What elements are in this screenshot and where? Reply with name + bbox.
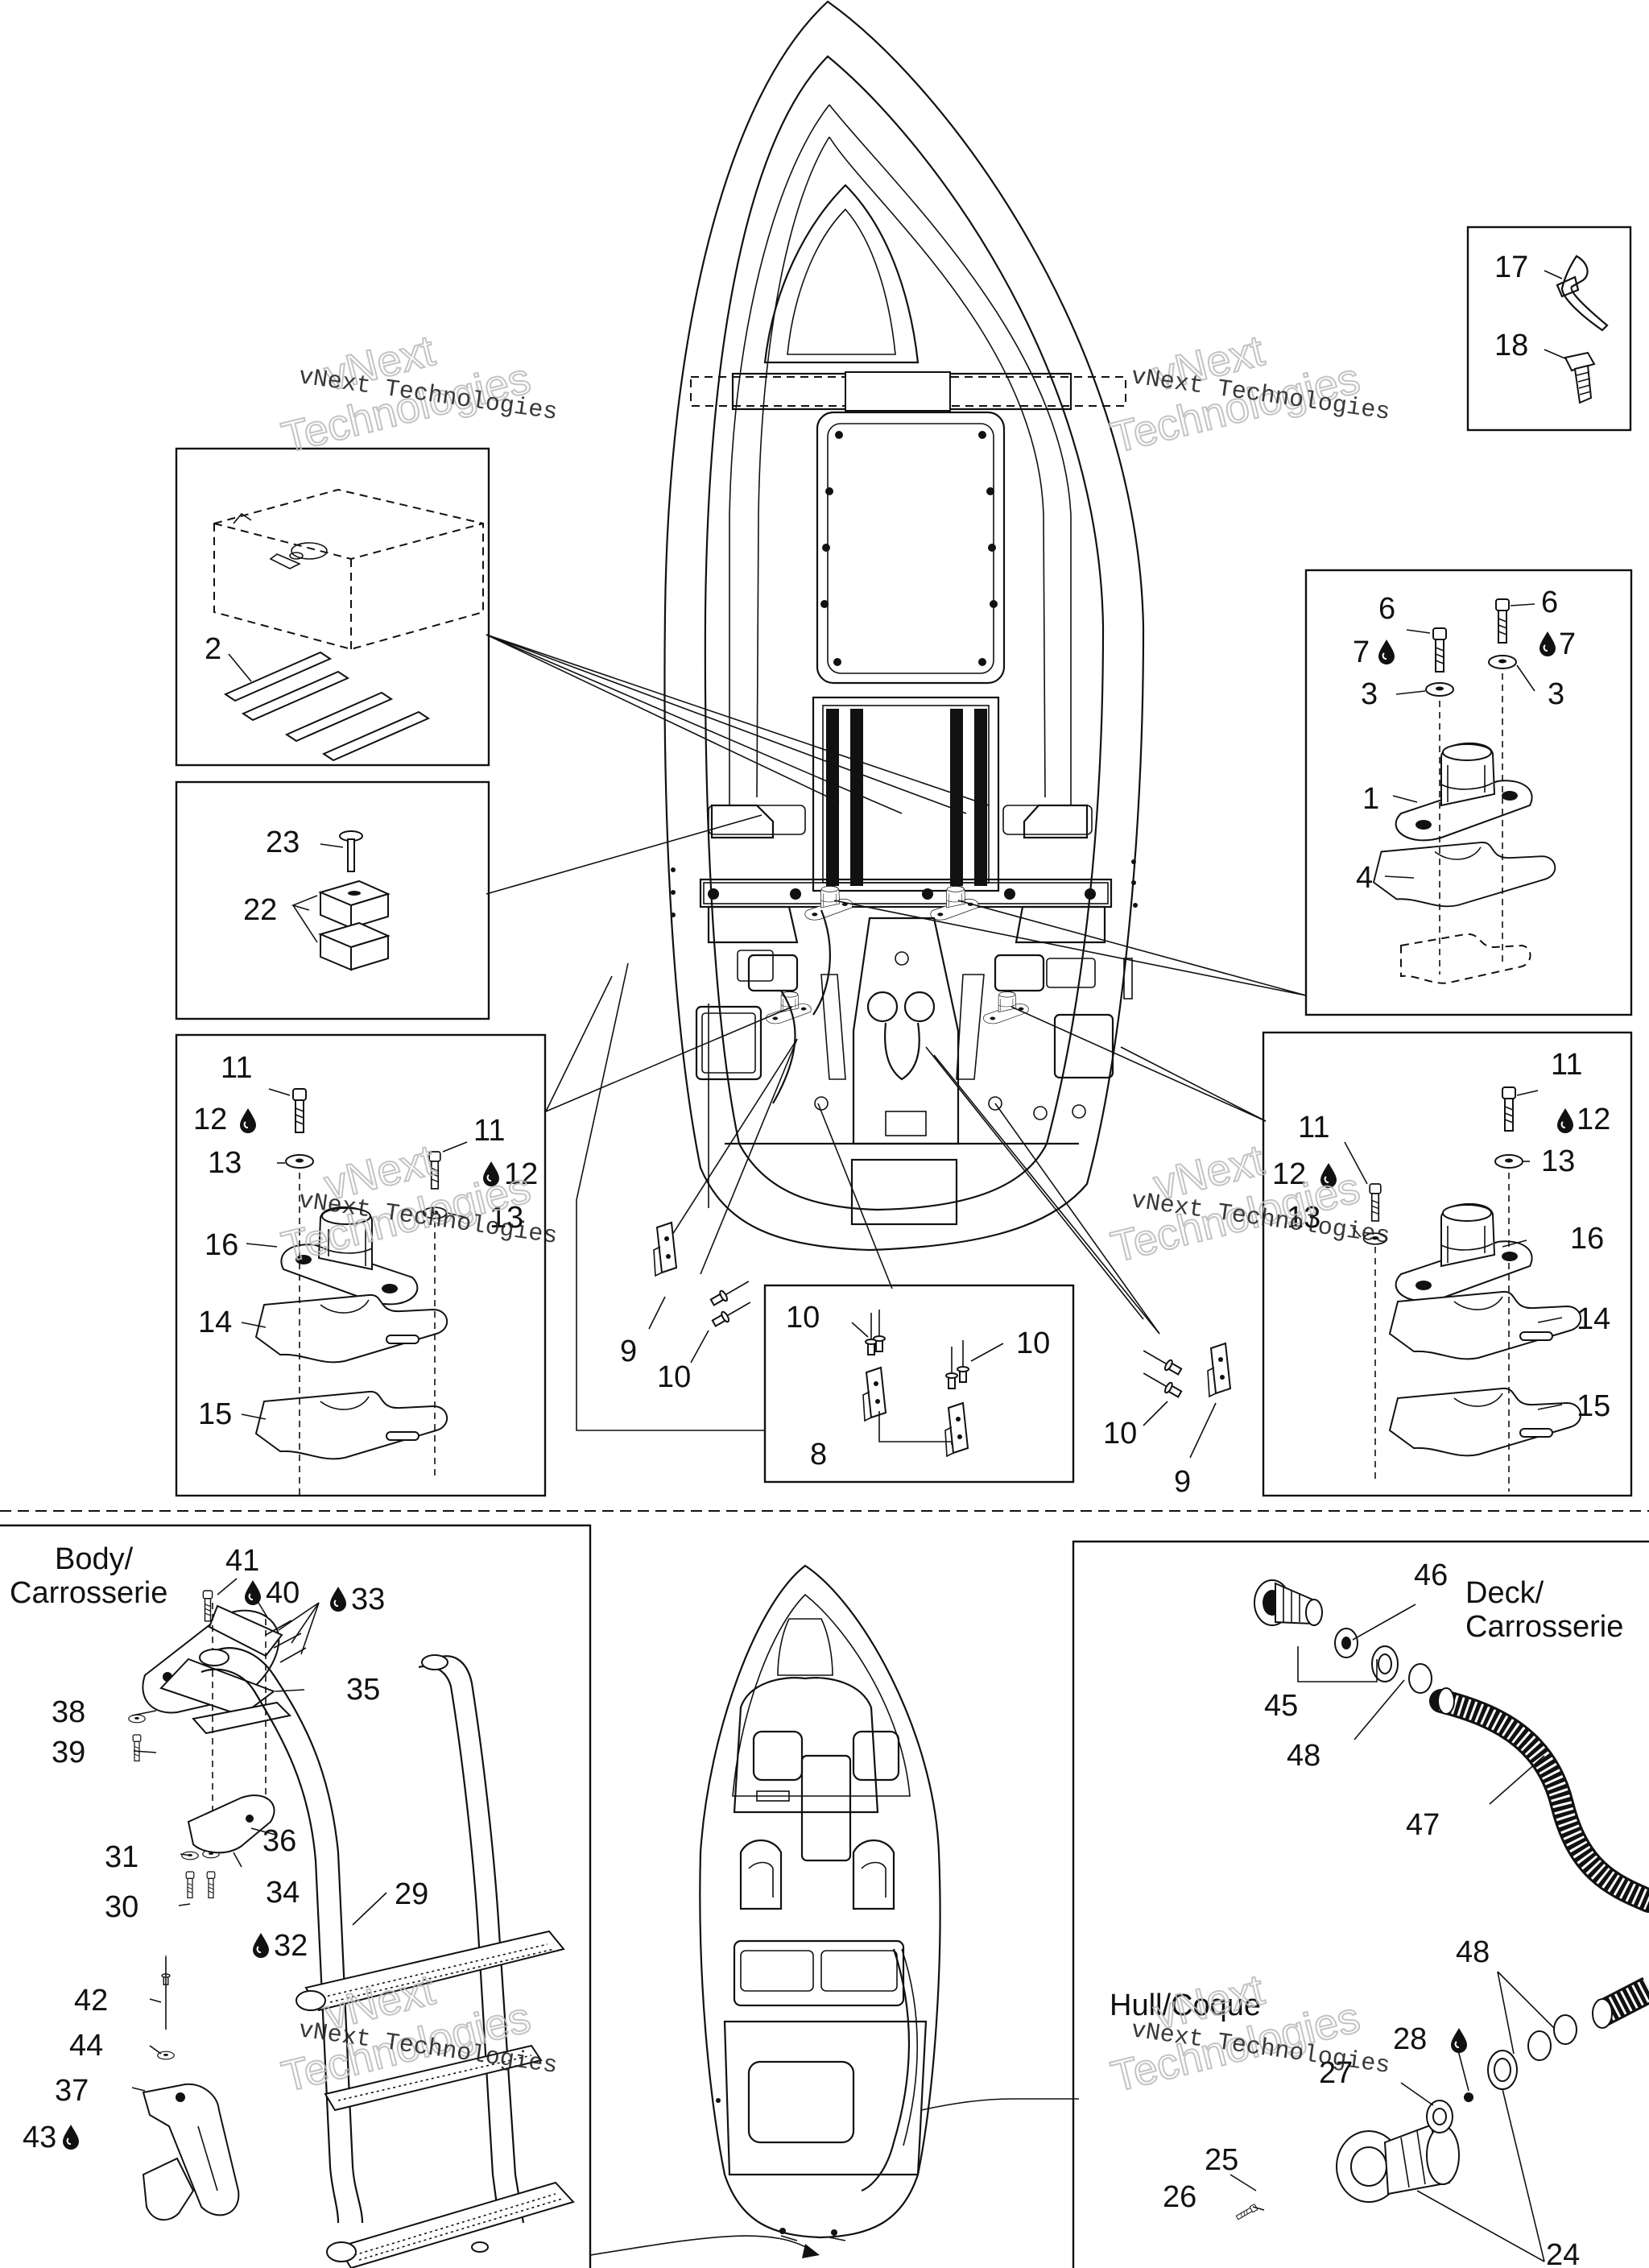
callout-40: 40 <box>266 1576 300 1610</box>
detail-box-right-mount <box>1262 1031 1633 1497</box>
boat-perspective-view <box>589 1564 1079 2258</box>
drop-icon <box>244 1579 262 1606</box>
callout-39: 39 <box>52 1736 85 1769</box>
callout-17: 17 <box>1494 250 1528 284</box>
body-label-line1: Body/ <box>55 1542 134 1576</box>
callout-10: 10 <box>1103 1417 1137 1451</box>
callout-9: 9 <box>620 1335 637 1368</box>
callout-13: 13 <box>208 1146 242 1180</box>
callout-24: 24 <box>1546 2238 1580 2268</box>
callout-14: 14 <box>198 1306 232 1339</box>
callout-11: 11 <box>1298 1111 1329 1144</box>
callout-33: 33 <box>351 1583 385 1616</box>
callout-10: 10 <box>786 1301 820 1335</box>
callout-10: 10 <box>1016 1326 1050 1360</box>
callout-45: 45 <box>1264 1689 1298 1723</box>
drop-icon <box>329 1586 347 1612</box>
callout-14: 14 <box>1577 1302 1610 1336</box>
callout-30: 30 <box>105 1890 138 1924</box>
callout-11: 11 <box>221 1051 252 1085</box>
callout-7: 7 <box>1353 635 1370 669</box>
callout-28: 28 <box>1393 2022 1427 2056</box>
callout-25: 25 <box>1205 2143 1238 2177</box>
detail-box-8-10 <box>763 1284 1075 1484</box>
drop-icon <box>1450 2027 1468 2054</box>
detail-box-17-18 <box>1466 226 1632 432</box>
leader-lines-top <box>486 634 1307 1431</box>
callout-37: 37 <box>55 2074 89 2108</box>
loose-bracket-right <box>1139 1343 1231 1459</box>
boat-plan-view <box>663 0 1145 1252</box>
deck-label-line1: Deck/ <box>1465 1576 1544 1610</box>
callout-48: 48 <box>1287 1739 1320 1773</box>
callout-29: 29 <box>395 1877 428 1911</box>
callout-11: 11 <box>473 1114 505 1148</box>
callout-31: 31 <box>105 1840 138 1874</box>
callout-48: 48 <box>1456 1935 1490 1969</box>
deck-label-line2: Carrosserie <box>1465 1610 1623 1644</box>
detail-box-22-23 <box>175 780 490 1020</box>
drop-icon <box>1556 1107 1574 1134</box>
callout-34: 34 <box>266 1876 300 1910</box>
drop-icon <box>239 1107 257 1134</box>
callout-15: 15 <box>1577 1389 1610 1423</box>
detail-box-ladder <box>0 1524 592 2268</box>
drop-icon <box>62 2124 80 2150</box>
detail-box-1-3-4-6-7 <box>1304 569 1633 1016</box>
detail-box-vents <box>1072 1540 1649 2268</box>
callout-13: 13 <box>1541 1144 1575 1178</box>
callout-22: 22 <box>243 893 277 927</box>
callout-38: 38 <box>52 1695 85 1729</box>
callout-44: 44 <box>69 2029 103 2063</box>
callout-27: 27 <box>1319 2056 1353 2090</box>
callout-7: 7 <box>1559 627 1576 661</box>
callout-46: 46 <box>1414 1558 1448 1592</box>
callout-41: 41 <box>225 1544 259 1578</box>
loose-bracket-left <box>648 1222 754 1364</box>
callout-18: 18 <box>1494 329 1528 362</box>
callout-26: 26 <box>1163 2180 1196 2214</box>
callout-35: 35 <box>346 1673 380 1707</box>
callout-16: 16 <box>205 1228 238 1262</box>
callout-1: 1 <box>1362 782 1379 816</box>
drop-icon <box>252 1932 270 1959</box>
callout-3: 3 <box>1361 677 1378 711</box>
callout-11: 11 <box>1551 1048 1582 1082</box>
callout-4: 4 <box>1356 861 1373 895</box>
callout-42: 42 <box>74 1984 108 2018</box>
callout-23: 23 <box>266 826 300 859</box>
detail-box-2 <box>175 447 490 767</box>
drop-icon <box>1378 639 1395 665</box>
callout-10: 10 <box>657 1360 691 1394</box>
callout-12: 12 <box>1577 1103 1610 1136</box>
callout-12: 12 <box>193 1103 227 1136</box>
callout-47: 47 <box>1406 1808 1440 1842</box>
callout-36: 36 <box>262 1824 296 1858</box>
callout-6: 6 <box>1541 586 1558 619</box>
callout-15: 15 <box>198 1397 232 1431</box>
callout-43: 43 <box>23 2121 56 2154</box>
callout-6: 6 <box>1378 592 1395 626</box>
body-label-line2: Carrosserie <box>10 1576 167 1610</box>
drop-icon <box>1539 631 1556 657</box>
callout-8: 8 <box>810 1438 827 1471</box>
callout-2: 2 <box>205 632 221 666</box>
watermarks: vNext Technologies vNext Technologies vN… <box>276 325 1391 2103</box>
callout-16: 16 <box>1570 1222 1604 1256</box>
callout-3: 3 <box>1548 677 1564 711</box>
callout-32: 32 <box>274 1929 308 1963</box>
callout-9: 9 <box>1174 1465 1191 1499</box>
